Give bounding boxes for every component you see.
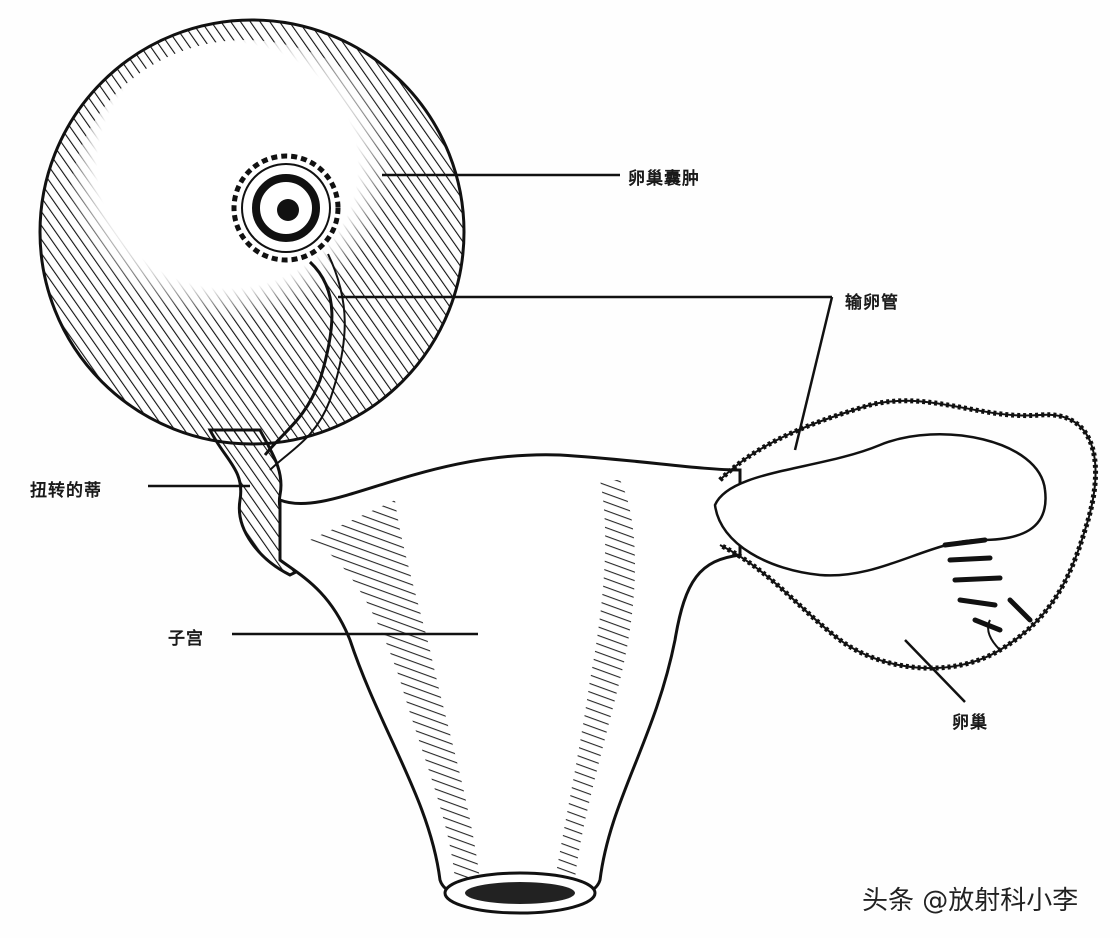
follicle-icon (231, 153, 341, 263)
right-adnexa (713, 398, 1098, 671)
label-uterus: 子宫 (168, 629, 204, 649)
label-twisted-pedicle: 扭转的蒂 (30, 481, 102, 501)
label-ovarian-cyst: 卵巢囊肿 (628, 169, 700, 189)
label-ovary: 卵巢 (952, 713, 988, 733)
watermark: 头条 @放射科小李 (862, 886, 1079, 916)
label-fallopian-tube: 输卵管 (845, 293, 899, 313)
uterus (278, 453, 742, 915)
leader-lines (148, 173, 966, 703)
